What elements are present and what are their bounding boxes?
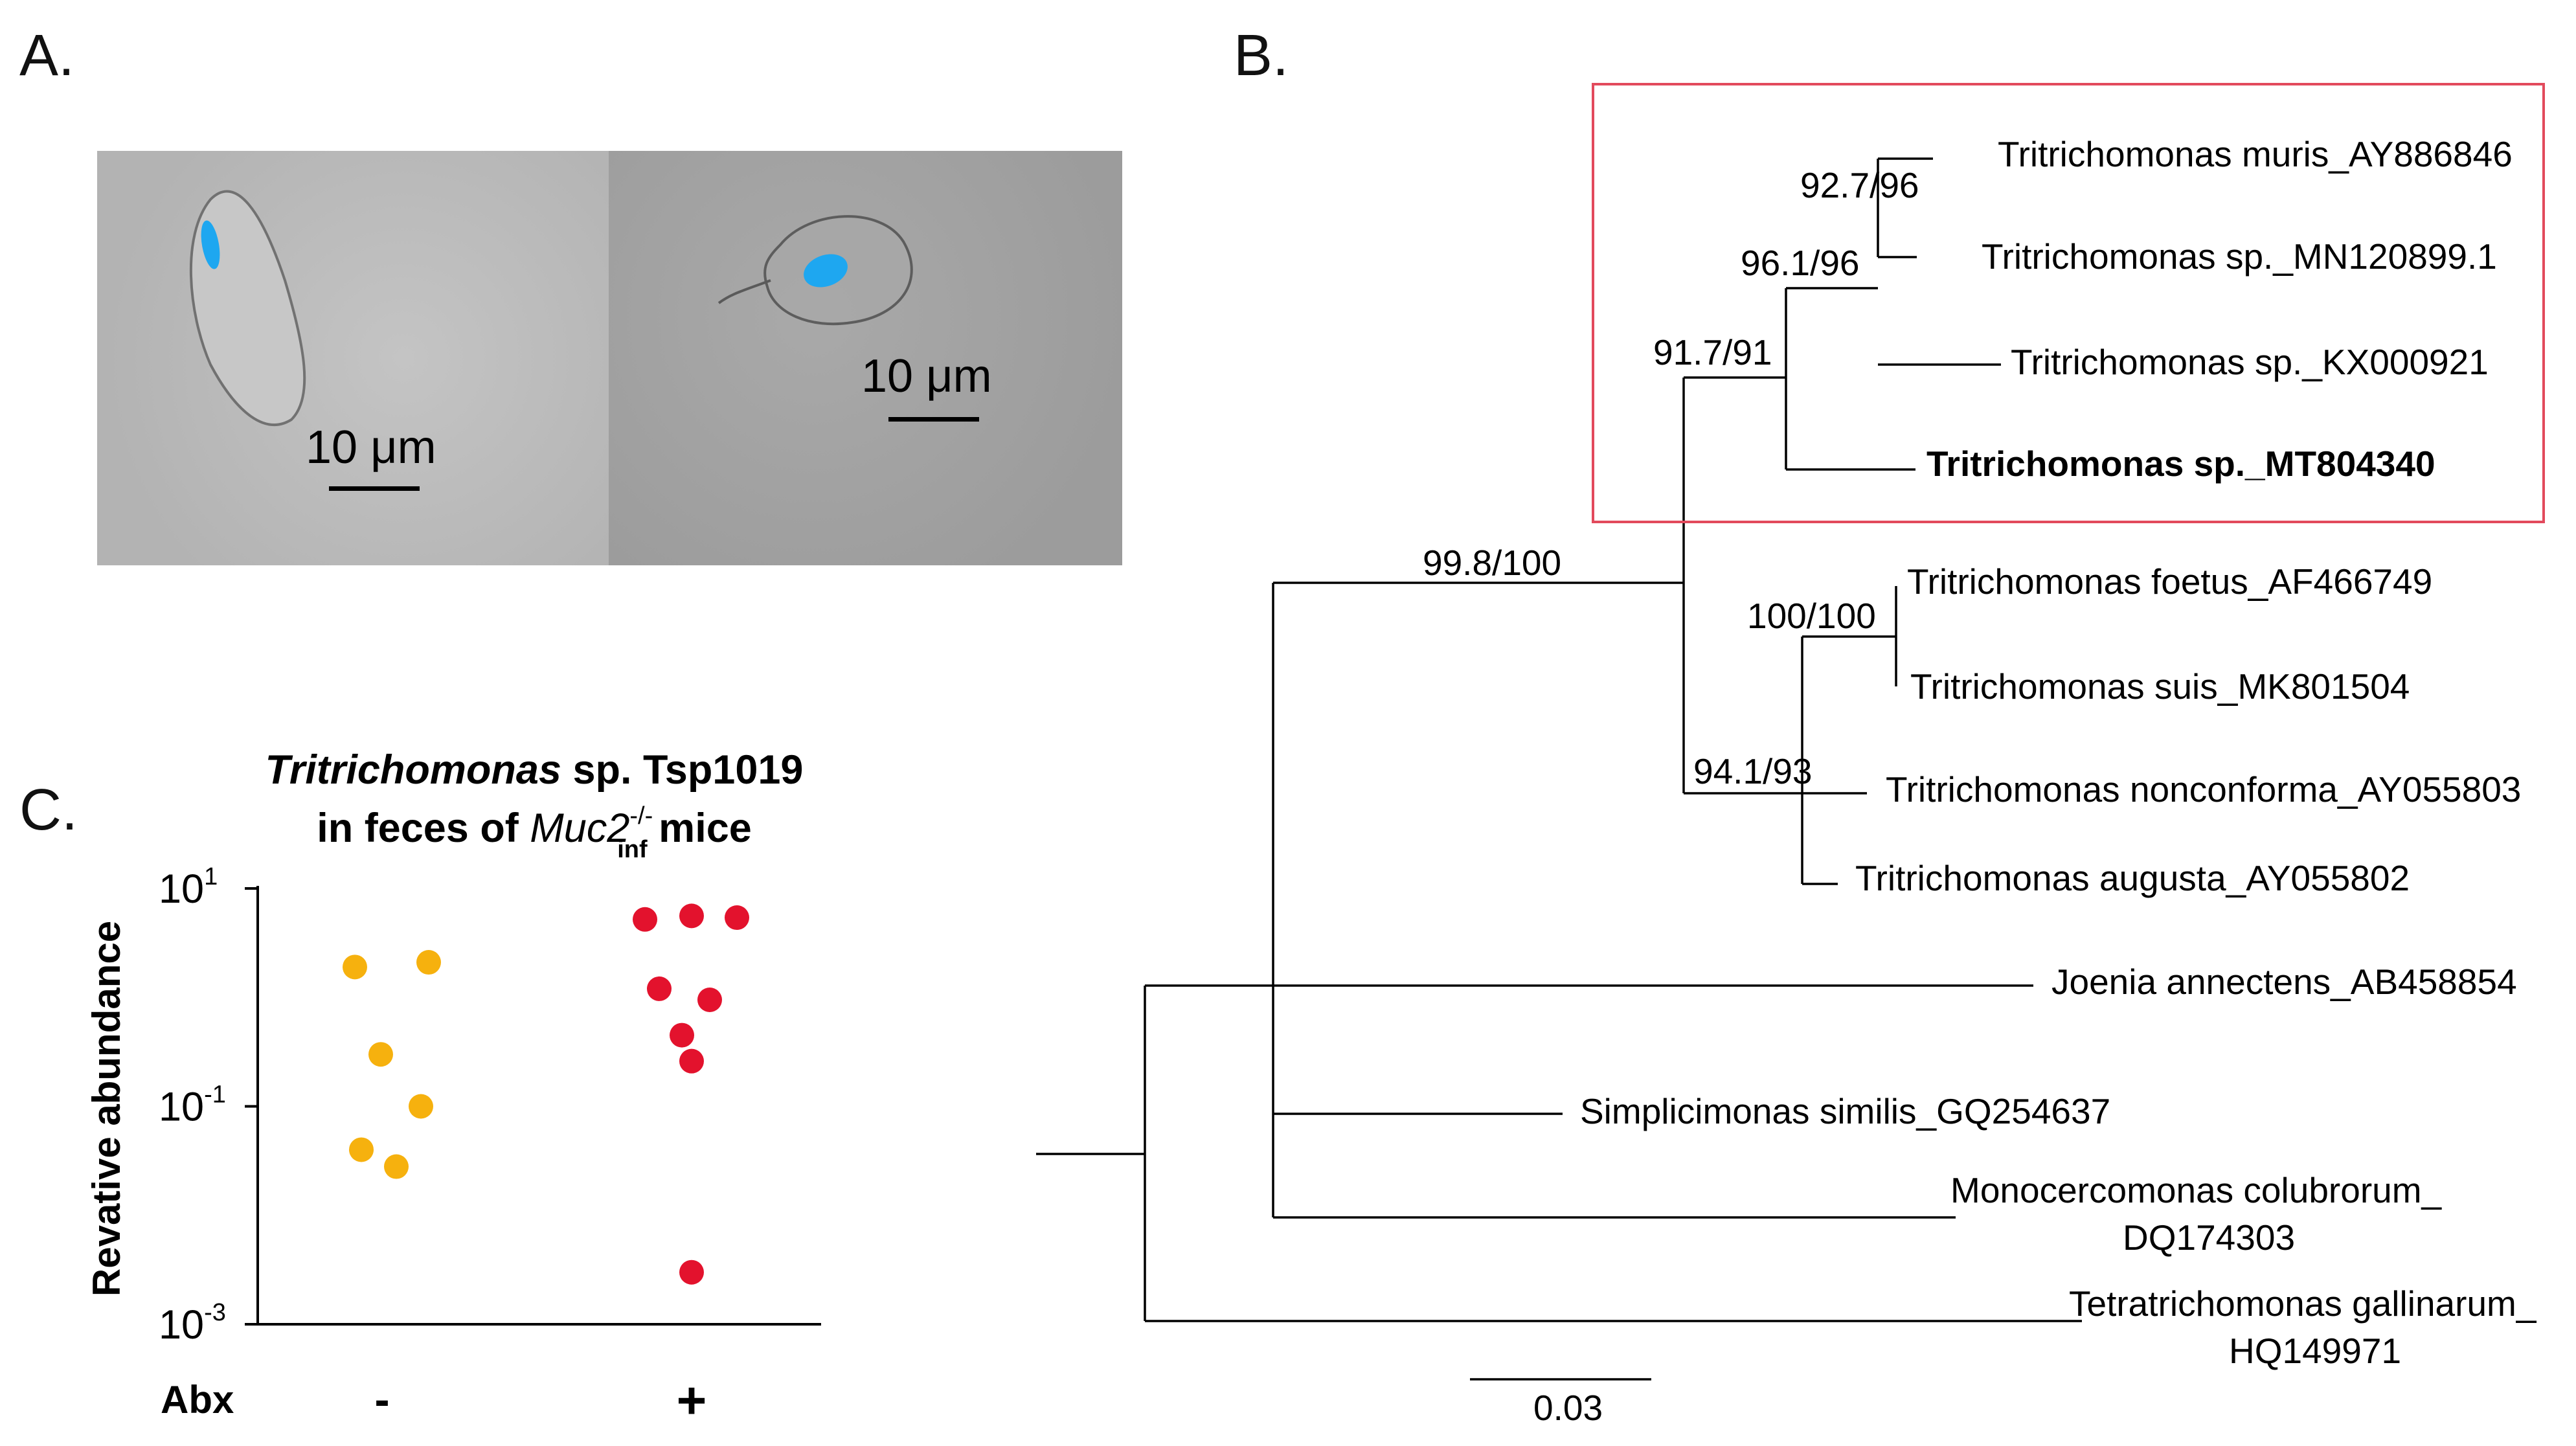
scale-bar-right: [888, 417, 979, 422]
taxon-label: Tritrichomonas nonconforma_AY055803: [1886, 769, 2521, 809]
panel-label-b: B.: [1234, 23, 1289, 88]
panel-c-title: Tritrichomonas sp. Tsp1019 in feces of M…: [266, 747, 804, 863]
data-point: [343, 955, 367, 980]
taxon-label: Tritrichomonas sp._KX000921: [2011, 342, 2489, 382]
microscopy-left: [97, 151, 609, 565]
group-plus-label: +: [677, 1372, 707, 1429]
cell-illustrations: [189, 190, 913, 426]
taxon-label: Tritrichomonas sp._MT804340: [1926, 444, 2435, 484]
chart-title-line1: Tritrichomonas sp. Tsp1019: [266, 747, 804, 793]
panel-label-a: A.: [19, 23, 75, 88]
taxon-label-line2: DQ174303: [2123, 1217, 2295, 1258]
group-minus-label: -: [374, 1374, 389, 1425]
support-label: 91.7/91: [1653, 332, 1772, 372]
data-points: [343, 903, 749, 1285]
taxon-label-line2: HQ149971: [2229, 1331, 2401, 1371]
y-ticks: 101 10-1 10-3: [159, 863, 258, 1348]
y-tick-label: 101: [159, 863, 218, 912]
support-label: 94.1/93: [1693, 751, 1813, 791]
data-point: [416, 950, 441, 975]
scale-label-left: 10 μm: [306, 422, 436, 473]
data-point: [697, 987, 722, 1012]
data-point: [679, 903, 704, 929]
support-label: 99.8/100: [1423, 543, 1561, 583]
support-label: 92.7/96: [1800, 165, 1919, 205]
data-point: [633, 907, 657, 932]
data-point: [384, 1154, 409, 1179]
scatter-chart: Revative abundance 101 10-1 10-3 Abx - +: [85, 863, 821, 1429]
tree-scale-label: 0.03: [1533, 1388, 1603, 1428]
taxon-label: Tritrichomonas sp._MN120899.1: [1982, 236, 2497, 277]
data-point: [670, 1022, 694, 1048]
tree-support-labels: 92.7/96 96.1/96 91.7/91 99.8/100 100/100…: [1423, 165, 1919, 791]
y-tick-label: 10-1: [159, 1081, 226, 1130]
data-point: [725, 905, 749, 931]
taxon-label: Monocercomonas colubrorum_: [1950, 1170, 2443, 1210]
tree-taxon-labels: Tritrichomonas muris_AY886846 Tritrichom…: [1580, 134, 2537, 1371]
nucleus-right: [804, 254, 848, 288]
cell-right-flagellum: [717, 279, 771, 304]
taxon-label: Tritrichomonas foetus_AF466749: [1907, 561, 2432, 602]
microscopy-image: [97, 151, 1122, 565]
y-axis-label: Revative abundance: [85, 921, 128, 1296]
taxon-label: Tetratrichomonas gallinarum_: [2069, 1283, 2537, 1324]
phylogenetic-tree: [1036, 157, 2082, 1381]
chart-title-line2: in feces of Muc2-/-inf mice: [317, 802, 752, 863]
scale-label-right: 10 μm: [861, 350, 992, 402]
scale-bar-left: [329, 486, 420, 491]
taxon-label: Simplicimonas similis_GQ254637: [1580, 1091, 2110, 1131]
group-label: Abx: [161, 1378, 234, 1421]
support-label: 96.1/96: [1741, 243, 1860, 283]
support-label: 100/100: [1747, 596, 1876, 636]
data-point: [679, 1260, 704, 1285]
clade-highlight-box: [1592, 83, 2545, 523]
taxon-label: Tritrichomonas muris_AY886846: [1998, 134, 2513, 174]
data-point: [679, 1048, 704, 1074]
nucleus-left: [201, 220, 220, 269]
data-point: [647, 976, 672, 1001]
data-point: [349, 1137, 374, 1162]
data-point: [409, 1094, 433, 1119]
panel-label-c: C.: [19, 778, 78, 842]
taxon-label: Joenia annectens_AB458854: [2051, 962, 2517, 1002]
y-tick-label: 10-3: [159, 1299, 226, 1348]
taxon-label: Tritrichomonas suis_MK801504: [1910, 666, 2410, 706]
taxon-label: Tritrichomonas augusta_AY055802: [1855, 858, 2410, 898]
data-point: [368, 1042, 393, 1067]
